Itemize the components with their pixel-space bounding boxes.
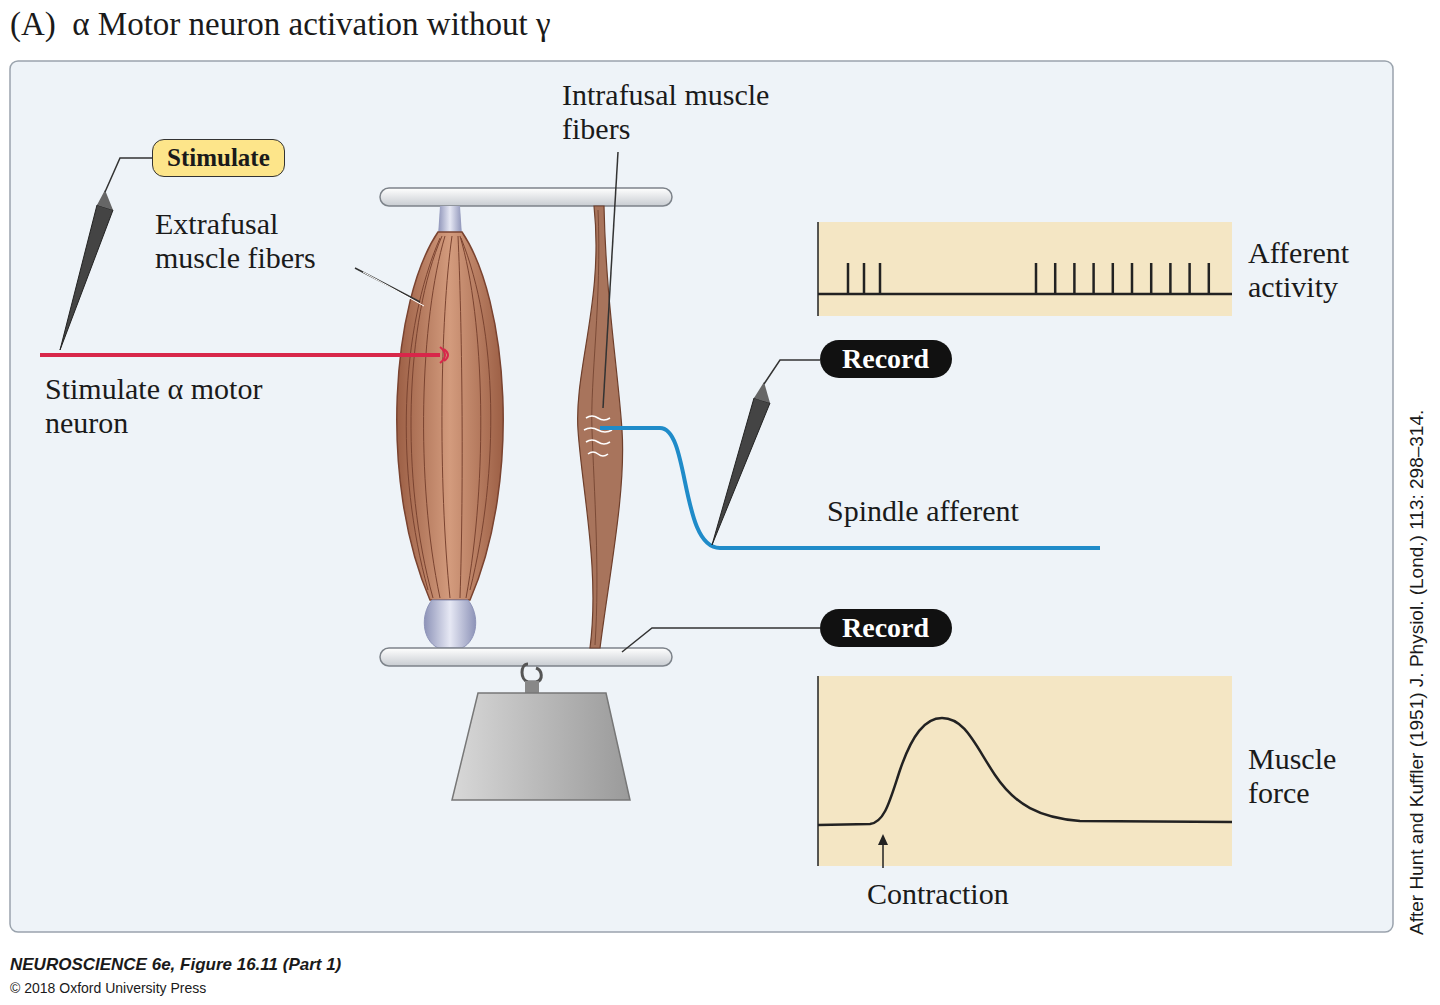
muscle-label: Extrafusal muscle fibers bbox=[155, 207, 370, 274]
trace-label: Afferent activity bbox=[1248, 236, 1388, 303]
citation: After Hunt and Kuffler (1951) J. Physiol… bbox=[1406, 410, 1427, 935]
stimulate-electrode bbox=[60, 158, 152, 350]
trace-label: Contraction bbox=[867, 877, 1009, 911]
panel bbox=[10, 61, 1393, 932]
box-text: Stimulate bbox=[167, 144, 270, 172]
top-bar bbox=[380, 188, 672, 206]
leader-line bbox=[363, 272, 424, 306]
muscle-label: Intrafusal muscle fibers bbox=[562, 78, 782, 145]
afferent-activity-trace bbox=[818, 222, 1232, 316]
spike bbox=[1169, 263, 1172, 294]
spike bbox=[1208, 263, 1211, 294]
spike bbox=[1112, 263, 1115, 294]
caption: NEUROSCIENCE 6e, Figure 16.11 (Part 1) bbox=[10, 955, 341, 974]
box-text: Record bbox=[842, 612, 930, 644]
copyright: © 2018 Oxford University Press bbox=[10, 981, 206, 997]
extrafusal-muscle bbox=[397, 206, 503, 648]
spike bbox=[1188, 263, 1191, 294]
nerve-label: Stimulate α motor neuron bbox=[45, 372, 285, 439]
alpha-motor-neuron bbox=[40, 347, 448, 363]
spike bbox=[1150, 263, 1153, 294]
force-record-leader bbox=[622, 628, 820, 652]
spike bbox=[1054, 263, 1057, 294]
record-electrode bbox=[712, 360, 820, 545]
box-text: Record bbox=[842, 343, 930, 375]
spike bbox=[863, 263, 866, 294]
leader-line bbox=[603, 152, 618, 408]
spindle-afferent-nerve bbox=[600, 428, 1100, 548]
spike bbox=[1092, 263, 1095, 294]
record-box: Record bbox=[820, 340, 952, 378]
spike bbox=[879, 263, 882, 294]
title: (A) α Motor neuron activation without γ bbox=[10, 6, 551, 43]
spike bbox=[847, 263, 850, 294]
nerve-label: Spindle afferent bbox=[827, 494, 1019, 528]
trace-label: Muscle force bbox=[1248, 742, 1378, 809]
muscle-force-trace bbox=[818, 676, 1232, 868]
record-box: Record bbox=[820, 609, 952, 647]
spike bbox=[1131, 263, 1134, 294]
spike bbox=[1035, 263, 1038, 294]
weight bbox=[452, 664, 630, 800]
spike bbox=[1073, 263, 1076, 294]
stimulate-box: Stimulate bbox=[152, 139, 285, 177]
